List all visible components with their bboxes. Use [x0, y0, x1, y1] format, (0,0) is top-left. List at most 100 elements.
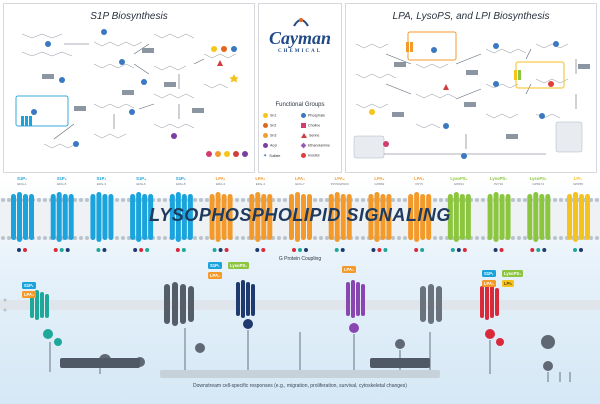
legend-item: Acyl — [263, 143, 277, 148]
receptor-helix — [96, 192, 102, 242]
lipid-head-bottom — [403, 236, 407, 240]
receptor-7 — [289, 192, 312, 252]
lipid-head-bottom — [283, 236, 287, 240]
receptor-helix — [539, 194, 545, 240]
receptor-label: LPA₅ — [374, 176, 385, 181]
lipid-head-bottom — [127, 236, 131, 240]
g-protein-dot — [530, 248, 535, 252]
receptor-alias: GPR34 — [453, 182, 464, 186]
lipid-head-top — [115, 198, 119, 202]
receptor-2 — [90, 192, 114, 252]
lipid-head-top — [1, 198, 5, 202]
receptor-helix — [227, 194, 233, 240]
receptor-helix — [414, 192, 420, 242]
legend-item: Sn2 — [263, 123, 276, 128]
lipid-head-bottom — [205, 236, 209, 240]
lipid-head-top — [37, 198, 41, 202]
g-protein-dot — [450, 248, 455, 252]
receptor-helix — [453, 192, 459, 242]
lipid-head-top — [433, 198, 437, 202]
lipid-head-bottom — [235, 236, 239, 240]
lipid-head-top — [205, 198, 209, 202]
receptor-alias: EDG-5 — [57, 182, 67, 186]
tag-mid-s1p: S1P₁ — [208, 262, 222, 269]
receptor-helix — [50, 194, 56, 240]
lipid-head-top — [319, 198, 323, 202]
poster-title: LYSOPHOSPHOLIPID SIGNALING — [149, 205, 451, 225]
lipid-head-bottom — [361, 236, 365, 240]
g-protein-dot — [102, 248, 107, 252]
star-icon: ✦ — [263, 153, 268, 159]
legend-item-label: Acyl — [270, 143, 277, 148]
legend-item-label: Sn2 — [270, 123, 277, 128]
g-protein-dot — [65, 248, 70, 252]
receptor-helix — [23, 194, 28, 240]
receptor-alias: EDG-2 — [215, 182, 226, 186]
receptor-helix — [11, 194, 16, 240]
circle-icon — [263, 143, 268, 148]
legend-item: ✦Sulfate — [263, 153, 280, 159]
circle-icon — [263, 123, 268, 128]
receptor-14 — [567, 192, 590, 252]
receptor-helix — [307, 194, 312, 240]
receptor-helix — [545, 194, 551, 240]
receptor-10 — [408, 192, 432, 252]
receptor-helix — [426, 194, 432, 240]
receptor-helix — [17, 192, 22, 242]
receptor-helix — [340, 194, 346, 240]
lipid-head-bottom — [85, 236, 89, 240]
lipid-head-bottom — [355, 236, 359, 240]
legend-item: Sn3 — [263, 133, 276, 138]
receptor-helix — [56, 192, 62, 242]
receptor-helix — [249, 194, 255, 240]
receptor-helix — [68, 194, 74, 240]
g-protein-dot — [414, 248, 419, 252]
tag-right-s1p: S1P₁ — [482, 270, 496, 277]
lpa-pathway-diagram — [353, 31, 590, 159]
receptor-9 — [368, 192, 392, 252]
lipid-head-bottom — [163, 236, 167, 240]
lipid-head-bottom — [73, 236, 77, 240]
receptor-helix — [62, 194, 68, 240]
triangle-icon — [301, 133, 307, 138]
lipid-head-bottom — [37, 236, 41, 240]
receptor-label: LPA₃ — [294, 176, 305, 181]
circle-p-icon — [301, 113, 306, 118]
g-protein-dot — [218, 248, 223, 252]
g-protein-dot — [181, 248, 186, 252]
legend-item-label: Choline — [308, 123, 321, 128]
receptor-1 — [50, 192, 74, 252]
receptor-helix — [181, 194, 187, 240]
receptor-helix — [380, 194, 386, 240]
receptor-alias: P2Y9/GPR23 — [330, 182, 349, 186]
receptor-helix — [408, 194, 414, 240]
g-protein-dot — [17, 248, 21, 252]
g-protein-dot — [304, 248, 308, 252]
lipid-head-top — [559, 198, 563, 202]
tag-left-lpa: LPA₁ — [22, 291, 36, 298]
downstream-responses-caption: Downstream cell-specific responses (e.g.… — [193, 383, 407, 389]
lipid-head-bottom — [313, 236, 317, 240]
cayman-logo-icon — [293, 18, 309, 27]
receptor-3 — [130, 192, 154, 252]
receptor-helix — [295, 192, 300, 242]
lipid-head-bottom — [43, 236, 47, 240]
receptor-helix — [527, 194, 533, 240]
legend-item-label: Serine — [309, 133, 320, 138]
lipid-head-top — [355, 198, 359, 202]
receptor-helix — [175, 192, 181, 242]
legend-item-label: Sulfate — [269, 153, 281, 158]
legend-item: Inositol — [301, 153, 319, 158]
receptor-13 — [527, 192, 551, 252]
g-protein-coupling-title: G Protein Coupling — [278, 256, 322, 262]
receptor-helix — [328, 194, 334, 240]
legend-item-label: Ethanolamine — [308, 143, 330, 148]
g-protein-dot — [542, 248, 547, 252]
receptor-alias: EDG-1 — [17, 182, 27, 186]
receptor-helix — [142, 194, 148, 240]
lipid-head-bottom — [1, 236, 5, 240]
receptor-helix — [29, 194, 34, 240]
receptor-helix — [420, 194, 426, 240]
lipid-head-top — [163, 198, 167, 202]
tag-right-lpi: LPI₁ — [502, 280, 515, 287]
